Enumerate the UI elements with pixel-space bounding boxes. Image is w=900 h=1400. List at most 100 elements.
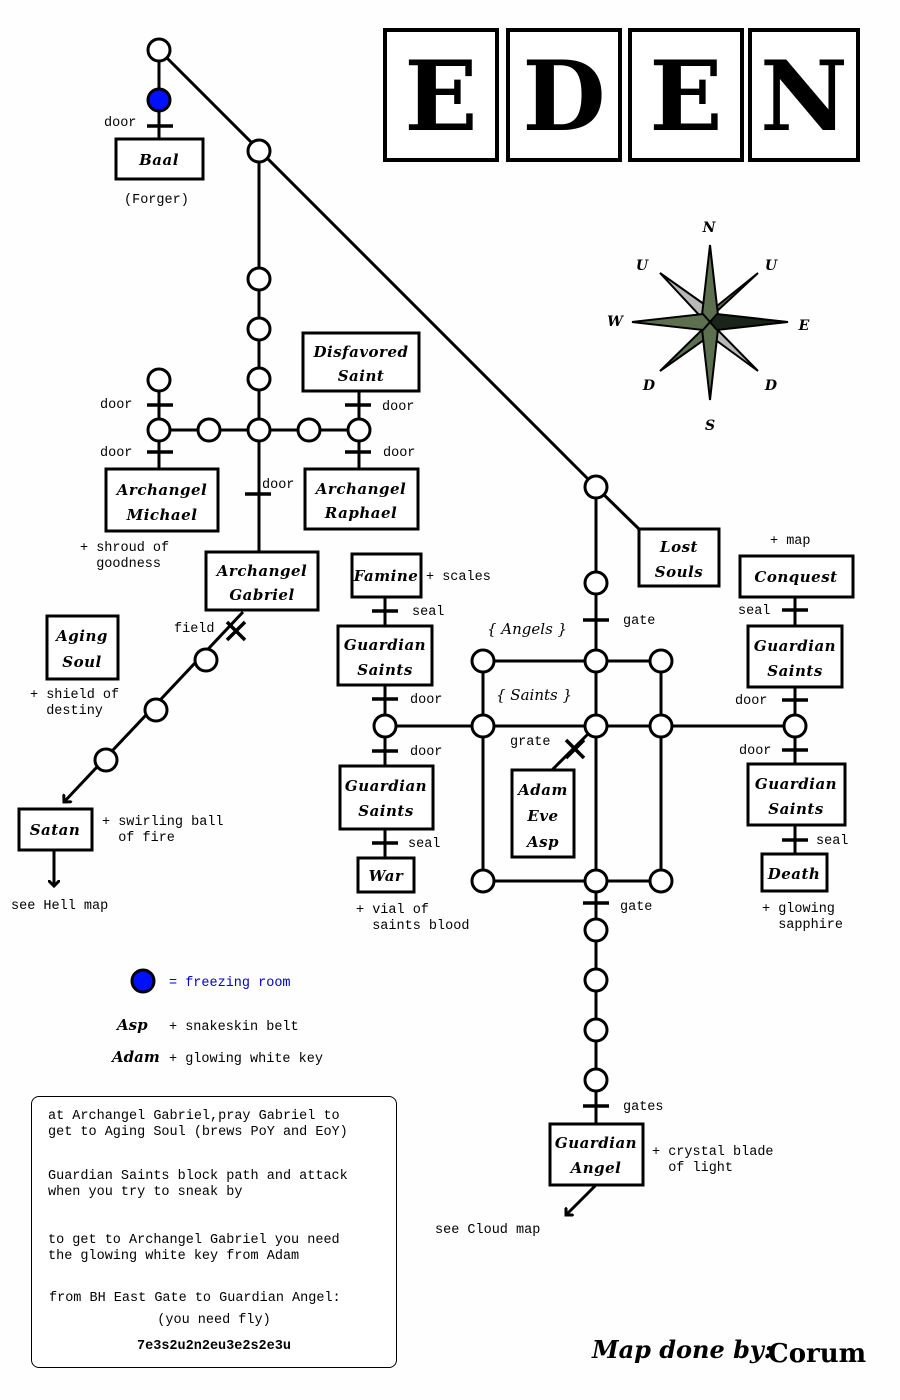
room-label: Baal [138, 151, 179, 169]
room-node[interactable] [583, 967, 609, 993]
note-line: (you need fly) [157, 1313, 271, 1328]
room-aging-soul[interactable]: Aging Soul [45, 614, 120, 681]
door-label: door [100, 398, 132, 413]
baal-note: (Forger) [124, 193, 189, 208]
compass-down-se: D [764, 378, 778, 394]
compass-down-sw: D [642, 378, 656, 394]
door-label: door [100, 446, 132, 461]
room-label: Archangel [314, 480, 406, 498]
map-annotations: door (Forger) door door door door door +… [11, 116, 848, 1238]
room-label: Soul [62, 653, 101, 671]
item-label: + map [770, 534, 811, 549]
room-war[interactable]: War [356, 856, 416, 894]
room-lost-souls[interactable]: Lost Souls [637, 527, 721, 588]
room-node[interactable] [648, 713, 674, 739]
room-guardian-saints-east-north[interactable]: Guardian Saints [746, 624, 844, 689]
note-line: at Archangel Gabriel,pray Gabriel to [48, 1109, 340, 1124]
room-node[interactable] [782, 713, 808, 739]
room-node[interactable] [146, 367, 172, 393]
room-guardian-angel[interactable]: Guardian Angel [548, 1122, 645, 1187]
room-node[interactable] [470, 648, 496, 674]
compass-east: E [798, 318, 810, 334]
room-node[interactable] [583, 713, 609, 739]
room-label: Saints [358, 802, 414, 820]
room-label: War [369, 867, 404, 885]
note-line: get to Aging Soul (brews PoY and EoY) [48, 1125, 348, 1140]
compass-up-ne: U [765, 258, 778, 274]
room-node[interactable] [246, 266, 272, 292]
room-node[interactable] [583, 570, 609, 596]
note-line: to get to Archangel Gabriel you need [48, 1233, 340, 1248]
room-guardian-saints-west-north[interactable]: Guardian Saints [336, 624, 434, 687]
room-node[interactable] [583, 1067, 609, 1093]
gates-label: gates [623, 1100, 664, 1115]
credit-author: Corum [768, 1339, 866, 1369]
speedwalk-path: 7e3s2u2n2eu3e2s2e3u [137, 1339, 291, 1354]
notes-box: at Archangel Gabriel,pray Gabriel to get… [31, 1096, 397, 1368]
room-node[interactable] [470, 713, 496, 739]
freezing-room-node[interactable] [146, 87, 172, 113]
room-guardian-saints-east-south[interactable]: Guardian Saints [746, 762, 847, 827]
room-archangel-raphael[interactable]: Archangel Raphael [303, 467, 420, 531]
note-line: the glowing white key from Adam [48, 1249, 300, 1264]
room-adam-eve-asp[interactable]: Adam Eve Asp [510, 768, 576, 859]
hell-map-link[interactable]: see Hell map [11, 899, 108, 914]
room-label: Guardian [754, 637, 836, 655]
gate-label: gate [623, 614, 655, 629]
room-guardian-saints-west-south[interactable]: Guardian Saints [338, 764, 435, 831]
item-label: + glowing [762, 902, 835, 917]
room-satan[interactable]: Satan [17, 807, 94, 852]
room-disfavored-saint[interactable]: Disfavored Saint [301, 331, 421, 393]
room-node[interactable] [372, 713, 398, 739]
seal-label: seal [738, 604, 770, 619]
room-node[interactable] [583, 474, 609, 500]
room-label: Eve [526, 807, 558, 825]
room-label: Asp [525, 833, 559, 851]
room-death[interactable]: Death [760, 852, 829, 893]
room-node[interactable] [583, 917, 609, 943]
room-label: Archangel [115, 481, 207, 499]
door-label: door [382, 400, 414, 415]
room-baal[interactable]: Baal [114, 137, 205, 181]
door-markers [147, 124, 808, 1108]
item-label: of light [652, 1161, 733, 1176]
room-node[interactable] [470, 868, 496, 894]
room-node[interactable] [583, 648, 609, 674]
room-node[interactable] [648, 648, 674, 674]
item-label: + vial of [356, 903, 429, 918]
legend-asp-name: Asp [115, 1016, 148, 1034]
door-label: door [262, 478, 294, 493]
room-node[interactable] [346, 417, 372, 443]
room-node[interactable] [648, 868, 674, 894]
room-node[interactable] [93, 747, 119, 773]
freezing-room-icon [130, 968, 156, 994]
item-label: destiny [30, 704, 103, 719]
seal-label: seal [816, 834, 848, 849]
room-label: Lost [659, 538, 698, 556]
room-label: Souls [655, 563, 703, 581]
room-node[interactable] [583, 1017, 609, 1043]
room-node[interactable] [146, 37, 172, 63]
room-famine[interactable]: Famine [350, 552, 423, 599]
room-archangel-michael[interactable]: Archangel Michael [104, 467, 220, 533]
room-conquest[interactable]: Conquest [738, 554, 855, 599]
room-node[interactable] [193, 647, 219, 673]
room-node[interactable] [146, 417, 172, 443]
room-node[interactable] [246, 366, 272, 392]
cloud-map-link[interactable]: see Cloud map [435, 1223, 540, 1238]
room-node[interactable] [143, 697, 169, 723]
room-node[interactable] [246, 417, 272, 443]
room-node[interactable] [296, 417, 322, 443]
room-label: Saints [768, 800, 824, 818]
room-node[interactable] [196, 417, 222, 443]
room-label: Guardian [755, 775, 837, 793]
room-node[interactable] [583, 868, 609, 894]
map-title: E D E N [383, 28, 860, 162]
title-letter-e2: E [649, 40, 722, 153]
room-node[interactable] [246, 316, 272, 342]
compass-west: W [607, 314, 624, 330]
room-label: Saint [338, 367, 385, 385]
room-archangel-gabriel[interactable]: Archangel Gabriel [204, 550, 320, 612]
room-label: Gabriel [229, 586, 294, 604]
room-node[interactable] [246, 138, 272, 164]
